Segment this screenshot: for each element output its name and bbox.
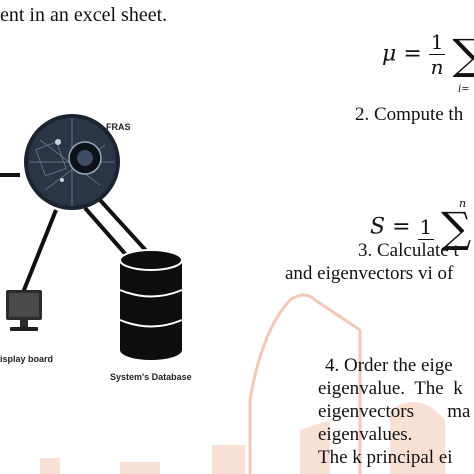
- database-icon: [119, 249, 183, 360]
- diagram-svg: [0, 114, 183, 360]
- display-board-icon: [6, 290, 42, 331]
- step-4-line-5: The k principal ei: [318, 447, 453, 468]
- mean-formula: μ = 1 n ∑: [382, 30, 474, 79]
- fras-label: FRAS: [106, 122, 131, 132]
- step-2-text: 2. Compute th: [355, 104, 464, 125]
- step-4-line-2: eigenvalue. The k: [318, 378, 463, 399]
- system-diagram: [0, 100, 240, 400]
- top-text: ent in an excel sheet.: [0, 4, 168, 26]
- database-connector-line-2: [98, 198, 152, 257]
- s-numerator: 1: [417, 215, 435, 240]
- mu-equals: =: [403, 41, 422, 67]
- mu-sum-symbol: ∑: [452, 30, 474, 79]
- step-3-continuation: and eigenvectors vi of: [285, 263, 454, 284]
- step-3-text: 3. Calculate t: [358, 240, 459, 261]
- display-board-label: isplay board: [0, 354, 54, 364]
- mu-fraction: 1 n: [428, 30, 446, 79]
- s-equals: =: [392, 214, 411, 240]
- s-fraction: 1: [417, 215, 435, 240]
- mu-numerator: 1: [428, 30, 446, 55]
- fras-disk-icon: [24, 114, 120, 210]
- step-4-line-4: eigenvalues.: [318, 424, 413, 445]
- mu-sum-subscript: i=: [458, 84, 470, 95]
- mu-denominator: n: [430, 55, 444, 79]
- scatter-formula-sup: n: [459, 197, 467, 210]
- step-4-line-1: 4. Order the eige: [325, 355, 453, 376]
- s-sum-symbol: ∑: [441, 203, 472, 252]
- scatter-formula: S = 1 ∑: [370, 203, 471, 252]
- database-label: System's Database: [110, 372, 192, 382]
- display-connector-line: [20, 209, 58, 296]
- s-symbol: S: [370, 214, 386, 240]
- mu-symbol: μ: [382, 41, 397, 67]
- step-4-line-3: eigenvectors ma: [318, 401, 471, 422]
